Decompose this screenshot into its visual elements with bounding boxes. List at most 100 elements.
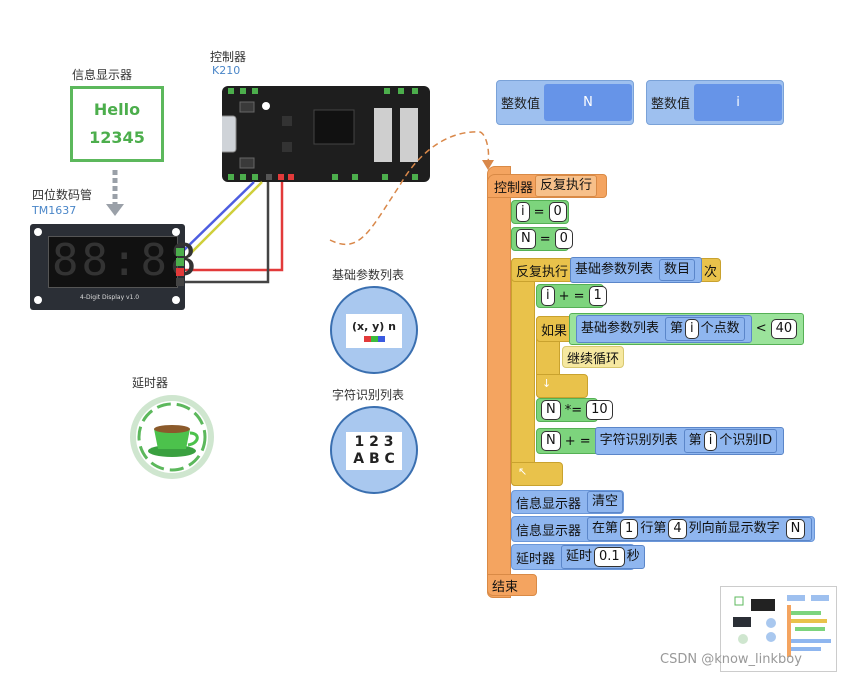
if-index[interactable]: i (685, 319, 699, 339)
delay-object: 延时器 (516, 551, 556, 567)
param-list-text: (x, y) n (352, 320, 396, 333)
multiply-n-var[interactable]: N (541, 400, 561, 420)
assign-n-block[interactable]: N = 0 (511, 227, 573, 251)
add-n-index[interactable]: i (703, 431, 718, 451)
segment-display[interactable]: 88:88 4-Digit Display v1.0 (30, 224, 196, 310)
oled-show-label-a: 在第 (592, 521, 619, 536)
variable-n[interactable]: 整数值 N (496, 80, 634, 125)
delay-unit: 秒 (626, 549, 640, 564)
add-n-var[interactable]: N (541, 431, 561, 451)
controller-label: 控制器 (210, 50, 247, 64)
add-n-list-expr[interactable]: 字符识别列表 第 i 个识别ID (594, 427, 785, 455)
event-end[interactable]: 结束 (487, 574, 537, 596)
event-object: 控制器 (494, 180, 534, 196)
oled-show-label-c: 列向前显示数字 (688, 521, 780, 536)
increment-i-value[interactable]: 1 (588, 286, 607, 306)
loop-count-expr[interactable]: 基础参数列表 数目 (570, 257, 703, 283)
assign-n-value[interactable]: 0 (554, 229, 573, 249)
oled-show-object: 信息显示器 (516, 523, 582, 539)
loop-header[interactable]: 反复执行 基础参数列表 数目 次 (511, 257, 721, 283)
if-compare-op: < (755, 321, 767, 336)
watermark: CSDN @know_linkboy (660, 652, 802, 667)
oled-display[interactable]: Hello 12345 (70, 86, 164, 162)
delay-value[interactable]: 0.1 (594, 547, 625, 567)
loop-footer: ↖ (511, 462, 563, 486)
delay-label-a: 延时 (566, 549, 593, 564)
oled-show-row[interactable]: 1 (620, 519, 639, 539)
delay-action[interactable]: 延时 0.1 秒 (561, 545, 645, 569)
if-end-icon: ↓ (542, 377, 552, 390)
oled-show-value[interactable]: N (785, 519, 806, 539)
add-n-block[interactable]: N + = 字符识别列表 第 i 个识别ID (536, 427, 785, 455)
arrow-down-icon (106, 170, 124, 216)
char-list-row1: 1 2 3 (354, 434, 394, 450)
loop-return-icon: ↖ (518, 465, 528, 478)
variable-i-name[interactable]: i (694, 84, 783, 121)
oled-line1: Hello (93, 100, 141, 119)
char-list-row2: A B C (353, 451, 395, 467)
oled-line2: 12345 (89, 128, 145, 147)
assign-i-op: = (533, 204, 545, 220)
add-n-op: + = (564, 433, 591, 449)
char-list-component[interactable]: 1 2 3 A B C (330, 406, 418, 494)
if-header[interactable]: 如果 基础参数列表 第 i 个点数 < 40 (536, 313, 805, 345)
event-frame (487, 166, 511, 598)
segment-label: 四位数码管 (32, 188, 93, 202)
event-header[interactable]: 控制器 反复执行 (487, 174, 607, 198)
add-n-nth-label: 第 (688, 433, 702, 448)
assign-i-block[interactable]: i = 0 (511, 200, 569, 224)
assign-i-value[interactable]: 0 (548, 202, 567, 222)
if-list-expr[interactable]: 基础参数列表 第 i 个点数 (576, 315, 752, 343)
add-n-list-name: 字符识别列表 (599, 433, 678, 448)
minimap-preview-icon (733, 595, 831, 657)
multiply-n-block[interactable]: N *= 10 (536, 398, 613, 422)
minimap[interactable] (720, 586, 837, 672)
segment-model: TM1637 (32, 204, 77, 217)
oled-show-col[interactable]: 4 (668, 519, 687, 539)
variable-i-kind: 整数值 (651, 97, 691, 112)
param-list-component[interactable]: (x, y) n (330, 286, 418, 374)
oled-clear-action[interactable]: 清空 (587, 491, 624, 513)
continue-label: 继续循环 (567, 351, 620, 367)
segment-caption: 4-Digit Display v1.0 (80, 294, 140, 301)
controller-model: K210 (212, 64, 241, 77)
segment-digits: 88:88 (52, 235, 200, 286)
char-list-label: 字符识别列表 (332, 388, 405, 402)
assign-i-var[interactable]: i (516, 202, 530, 222)
oled-show-block[interactable]: 信息显示器 在第 1 行第 4 列向前显示数字 N (511, 516, 815, 542)
multiply-n-value[interactable]: 10 (586, 400, 613, 420)
continue-block[interactable]: 继续循环 (562, 346, 624, 368)
tea-cup-icon (137, 402, 207, 472)
increment-i-var[interactable]: i (541, 286, 555, 306)
if-list-name: 基础参数列表 (581, 321, 660, 336)
delay-component[interactable] (130, 395, 214, 479)
oled-show-action[interactable]: 在第 1 行第 4 列向前显示数字 N (587, 517, 813, 541)
param-list-label: 基础参数列表 (332, 268, 405, 282)
oled-show-label-b: 行第 (640, 521, 667, 536)
delay-block[interactable]: 延时器 延时 0.1 秒 (511, 544, 645, 570)
if-keyword: 如果 (541, 323, 568, 339)
rgb-icon (363, 336, 385, 342)
multiply-n-op: *= (564, 402, 583, 418)
increment-i-op: + = (558, 288, 585, 304)
delay-label: 延时器 (132, 376, 169, 390)
variable-i[interactable]: 整数值 i (646, 80, 784, 125)
variable-n-name[interactable]: N (544, 84, 633, 121)
increment-i-block[interactable]: i + = 1 (536, 284, 607, 308)
if-prop: 个点数 (700, 321, 740, 336)
if-compare-value[interactable]: 40 (770, 319, 798, 339)
add-n-prop: 个识别ID (719, 433, 773, 448)
loop-list-prop[interactable]: 数目 (659, 259, 696, 281)
add-n-nth-expr[interactable]: 第 i 个识别ID (683, 429, 778, 453)
if-condition[interactable]: 基础参数列表 第 i 个点数 < 40 (569, 313, 805, 345)
assign-n-var[interactable]: N (516, 229, 536, 249)
oled-clear-block[interactable]: 信息显示器 清空 (511, 490, 624, 514)
loop-keyword: 反复执行 (516, 264, 569, 280)
oled-clear-object: 信息显示器 (516, 496, 582, 512)
oled-label: 信息显示器 (72, 68, 133, 82)
if-nth-expr[interactable]: 第 i 个点数 (665, 317, 745, 341)
event-action[interactable]: 反复执行 (535, 175, 598, 197)
variable-n-kind: 整数值 (501, 97, 541, 112)
assign-n-op: = (539, 231, 551, 247)
